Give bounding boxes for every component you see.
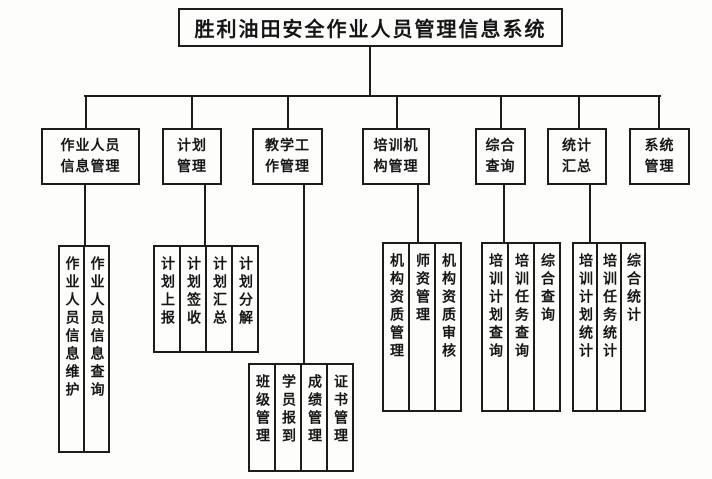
leaf-statistics-summary-2: 培训任务统计: [596, 242, 622, 412]
node-label-line: 计划: [177, 137, 207, 154]
leaf-plan-management-4: 计划分解: [231, 245, 259, 353]
node-teaching-work-management: 教学工作管理: [252, 128, 323, 185]
leaf-label: 作业人员信息维护: [63, 256, 80, 400]
trunk-connector-line: [369, 47, 371, 95]
node-label-line: 信息管理: [60, 158, 121, 175]
leaf-label: 培训计划统计: [577, 253, 593, 361]
node-comprehensive-query: 综合查询: [475, 128, 526, 185]
leaf-plan-management-1: 计划上报: [153, 245, 181, 353]
leaf-label: 师资管理: [414, 253, 430, 325]
child-connector-line: [417, 185, 419, 242]
leaf-training-org-management-2: 师资管理: [408, 242, 436, 412]
leaf-label: 机构资质审核: [440, 253, 456, 361]
leaf-label: 机构资质管理: [388, 253, 404, 361]
leaf-label: 综合统计: [625, 253, 641, 325]
leaf-label: 计划上报: [159, 256, 175, 328]
drop-connector-line: [500, 95, 502, 128]
leaf-label: 学员报到: [280, 374, 296, 446]
bus-connector-line: [84, 95, 661, 97]
node-label-line: 统计: [562, 137, 592, 154]
node-label-line: 系统: [644, 137, 675, 154]
leaf-label: 成绩管理: [306, 374, 322, 446]
root-node: 胜利油田安全作业人员管理信息系统: [178, 8, 563, 47]
node-label-line: 构管理: [373, 158, 419, 175]
node-label-line: 管理: [644, 158, 675, 175]
node-system-management: 系统管理: [629, 128, 690, 185]
leaf-teaching-work-management-4: 证书管理: [326, 363, 354, 472]
node-label-line: 培训机: [373, 137, 419, 154]
leaf-label: 证书管理: [332, 374, 348, 446]
leaf-label: 综合查询: [539, 253, 555, 325]
leaf-teaching-work-management-1: 班级管理: [248, 363, 276, 472]
leaf-plan-management-3: 计划汇总: [205, 245, 233, 353]
leaf-label: 计划汇总: [211, 256, 227, 328]
leaf-comprehensive-query-3: 综合查询: [533, 242, 561, 412]
leaf-worker-info-management-2: 作业人员信息查询: [83, 245, 110, 453]
node-label-line: 汇总: [562, 158, 592, 175]
node-label-line: 作业人员: [60, 137, 121, 154]
node-label-line: 管理: [177, 158, 207, 175]
node-worker-info-management: 作业人员信息管理: [41, 128, 140, 185]
child-connector-line: [589, 185, 591, 242]
leaf-statistics-summary-1: 培训计划统计: [572, 242, 598, 412]
leaf-statistics-summary-3: 综合统计: [620, 242, 646, 412]
child-connector-line: [204, 185, 206, 245]
leaf-training-org-management-1: 机构资质管理: [382, 242, 410, 412]
leaf-label: 培训任务查询: [513, 253, 529, 361]
leaf-training-org-management-3: 机构资质审核: [434, 242, 462, 412]
leaf-label: 培训任务统计: [601, 253, 617, 361]
node-label-line: 作管理: [265, 158, 310, 175]
leaf-worker-info-management-1: 作业人员信息维护: [58, 245, 85, 453]
leaf-label: 计划分解: [237, 256, 253, 328]
leaf-comprehensive-query-2: 培训任务查询: [507, 242, 535, 412]
node-label-line: 综合: [485, 137, 516, 154]
node-statistics-summary: 统计汇总: [547, 128, 607, 185]
drop-connector-line: [396, 95, 398, 128]
child-connector-line: [503, 185, 505, 242]
drop-connector-line: [191, 95, 193, 128]
leaf-comprehensive-query-1: 培训计划查询: [481, 242, 509, 412]
leaf-teaching-work-management-3: 成绩管理: [300, 363, 328, 472]
leaf-label: 班级管理: [254, 374, 270, 446]
drop-connector-line: [578, 95, 580, 128]
leaf-plan-management-2: 计划签收: [179, 245, 207, 353]
leaf-teaching-work-management-2: 学员报到: [274, 363, 302, 472]
drop-connector-line: [658, 95, 660, 128]
child-connector-line: [303, 185, 305, 363]
node-label-line: 教学工: [265, 137, 310, 154]
leaf-label: 培训计划查询: [487, 253, 503, 361]
leaf-label: 作业人员信息查询: [88, 256, 105, 400]
leaf-label: 计划签收: [185, 256, 201, 328]
child-connector-line: [84, 185, 86, 245]
drop-connector-line: [85, 95, 87, 128]
node-label-line: 查询: [485, 158, 516, 175]
node-training-org-management: 培训机构管理: [362, 128, 430, 185]
drop-connector-line: [287, 95, 289, 128]
node-plan-management: 计划管理: [162, 128, 222, 185]
